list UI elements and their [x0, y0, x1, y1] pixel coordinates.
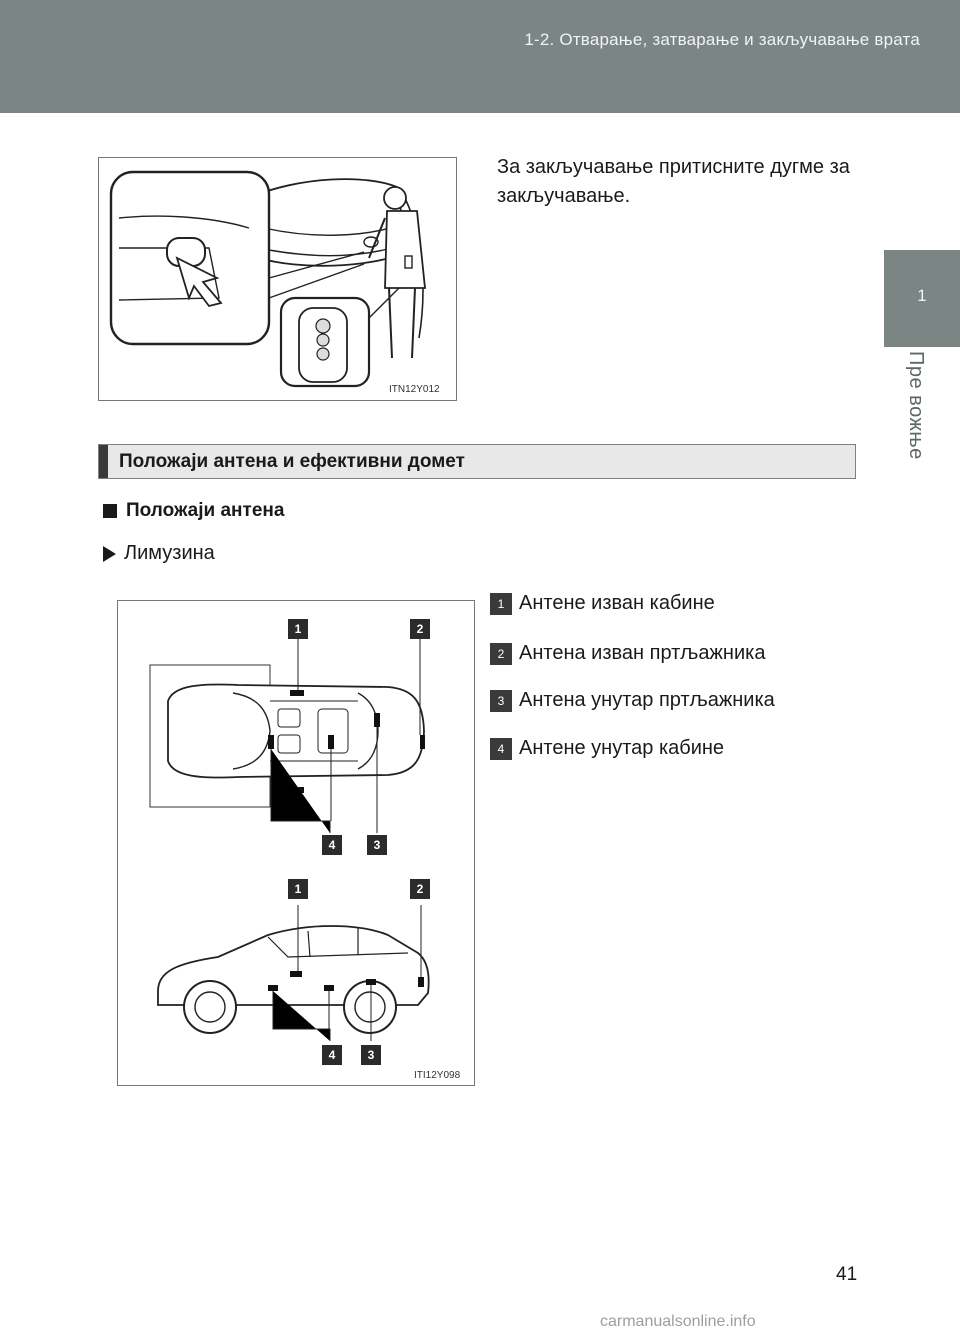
section-title: Положаји антена и ефективни домет	[119, 451, 465, 472]
figure-antenna-positions: 1 2 4 3 1 2 4 3 ITI12Y098	[117, 600, 475, 1086]
legend-label: Антена унутар пртљажника	[519, 689, 775, 711]
legend-label: Антена изван пртљажника	[519, 642, 766, 664]
chapter-label: Пре вожње	[905, 351, 927, 460]
legend-label: Антене изван кабине	[519, 592, 715, 614]
callout-4-side: 4	[322, 1045, 342, 1065]
page-number: 41	[836, 1264, 858, 1285]
callout-3-side: 3	[361, 1045, 381, 1065]
callout-1-top: 1	[288, 619, 308, 639]
section-bar: Положаји антена и ефективни домет	[98, 444, 856, 479]
legend-number: 4	[490, 737, 512, 760]
legend-number: 2	[490, 642, 512, 665]
figure-code: ITI12Y098	[414, 1070, 461, 1081]
legend-item: 4 Антене унутар кабине	[490, 737, 724, 760]
variant-item: Лимузина	[103, 542, 215, 565]
legend-number: 1	[490, 592, 512, 615]
section-accent	[99, 445, 108, 478]
triangle-bullet-icon	[103, 545, 116, 562]
callout-1-side: 1	[288, 879, 308, 899]
variant-label: Лимузина	[124, 542, 215, 564]
trunk-lock-illustration	[109, 170, 426, 388]
square-bullet-icon	[103, 504, 117, 518]
legend-item: 3 Антена унутар пртљажника	[490, 689, 775, 712]
callout-3-top: 3	[367, 835, 387, 855]
callout-4-top: 4	[322, 835, 342, 855]
chapter-number: 1	[917, 286, 927, 305]
subheading-label: Положаји антена	[126, 500, 285, 521]
callout-2-top: 2	[410, 619, 430, 639]
callout-2-side: 2	[410, 879, 430, 899]
intro-text: За закључавање притисните дугме за закљу…	[497, 156, 850, 207]
legend-item: 2 Антена изван пртљажника	[490, 642, 765, 665]
figure-trunk-lock: ITN12Y012	[98, 157, 457, 401]
legend-item: 1 Антене изван кабине	[490, 592, 715, 615]
header-band: 1-2. Отварање, затварање и закључавање в…	[0, 0, 960, 113]
legend-label: Антене унутар кабине	[519, 737, 725, 759]
subheading: Положаји антена	[103, 500, 284, 522]
legend-number: 3	[490, 689, 512, 712]
watermark[interactable]: carmanualsonline.info	[600, 1313, 756, 1330]
header-section-title: 1-2. Отварање, затварање и закључавање в…	[524, 30, 920, 49]
chapter-tab[interactable]: 1	[884, 250, 960, 347]
antenna-positions-illustration	[149, 637, 430, 1041]
figure-code: ITN12Y012	[389, 384, 440, 395]
